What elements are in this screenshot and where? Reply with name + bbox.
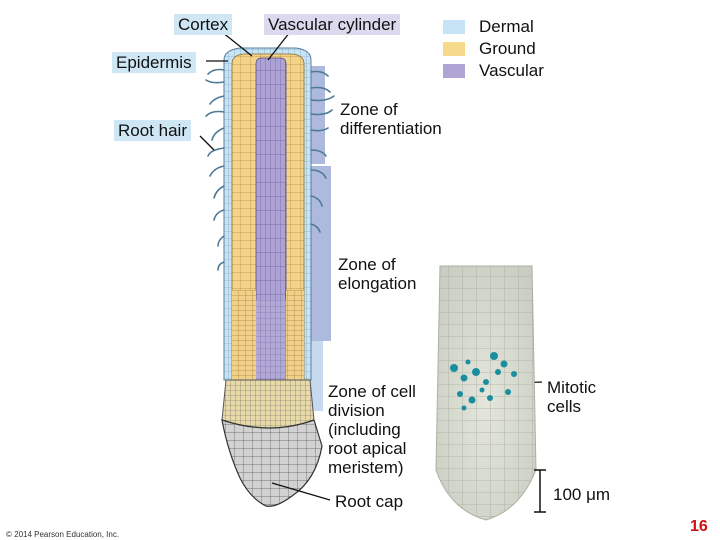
mitotic-stain [450, 352, 517, 411]
cortex-lower-left [232, 290, 256, 390]
label-zone-division: Zone of cell division (including root ap… [328, 382, 416, 477]
label-cortex: Cortex [174, 14, 233, 35]
leader-roothair [199, 135, 215, 151]
leader-vascular [267, 31, 291, 61]
leader-cortex [221, 31, 253, 57]
legend-swatch-dermal [443, 20, 465, 34]
label-zone-division-line4: root apical [328, 439, 407, 458]
copyright-notice: © 2014 Pearson Education, Inc. [6, 530, 120, 539]
label-zone-division-line3: (including [328, 420, 401, 439]
label-root-hair: Root hair [114, 120, 191, 141]
root-hairs-left [205, 68, 225, 271]
label-zone-differentiation-line1: Zone of [340, 100, 398, 119]
leader-cap [271, 482, 331, 501]
label-mitotic-cells-line2: cells [547, 397, 582, 416]
root-hairs-right [310, 70, 335, 233]
legend-dermal: Dermal [443, 17, 534, 37]
label-root-cap: Root cap [335, 492, 404, 511]
label-zone-division-line1: Zone of cell [328, 382, 416, 401]
vascular-lower [256, 300, 286, 392]
cortex-lower-right [286, 290, 304, 390]
label-mitotic-cells: Mitotic cells [547, 378, 596, 416]
legend-vascular: Vascular [443, 61, 544, 81]
legend-label-vascular: Vascular [479, 61, 544, 80]
label-epidermis: Epidermis [112, 52, 196, 73]
legend-swatch-vascular [443, 64, 465, 78]
scale-bar [534, 469, 546, 513]
root-cap [221, 419, 323, 507]
apical-meristem [221, 379, 315, 429]
label-zone-differentiation: Zone of differentiation [340, 100, 442, 138]
zone-bar-elongation [309, 166, 331, 341]
label-zone-elongation: Zone of elongation [338, 255, 416, 293]
label-zone-elongation-line1: Zone of [338, 255, 396, 274]
legend-label-dermal: Dermal [479, 17, 534, 36]
label-zone-division-line2: division [328, 401, 385, 420]
vascular-cylinder-layer [255, 57, 287, 381]
legend-label-ground: Ground [479, 39, 536, 58]
label-scale-bar: 100 μm [553, 485, 611, 504]
legend-swatch-ground [443, 42, 465, 56]
root-tip-micrograph [435, 265, 537, 521]
label-vascular-cylinder: Vascular cylinder [264, 14, 401, 35]
label-zone-division-line5: meristem) [328, 458, 404, 477]
label-zone-elongation-line2: elongation [338, 274, 417, 293]
legend-ground: Ground [443, 39, 536, 59]
label-zone-differentiation-line2: differentiation [340, 119, 442, 138]
page-number: 16 [690, 518, 708, 535]
label-mitotic-cells-line1: Mitotic [547, 378, 597, 397]
zone-bar-division [309, 341, 323, 411]
